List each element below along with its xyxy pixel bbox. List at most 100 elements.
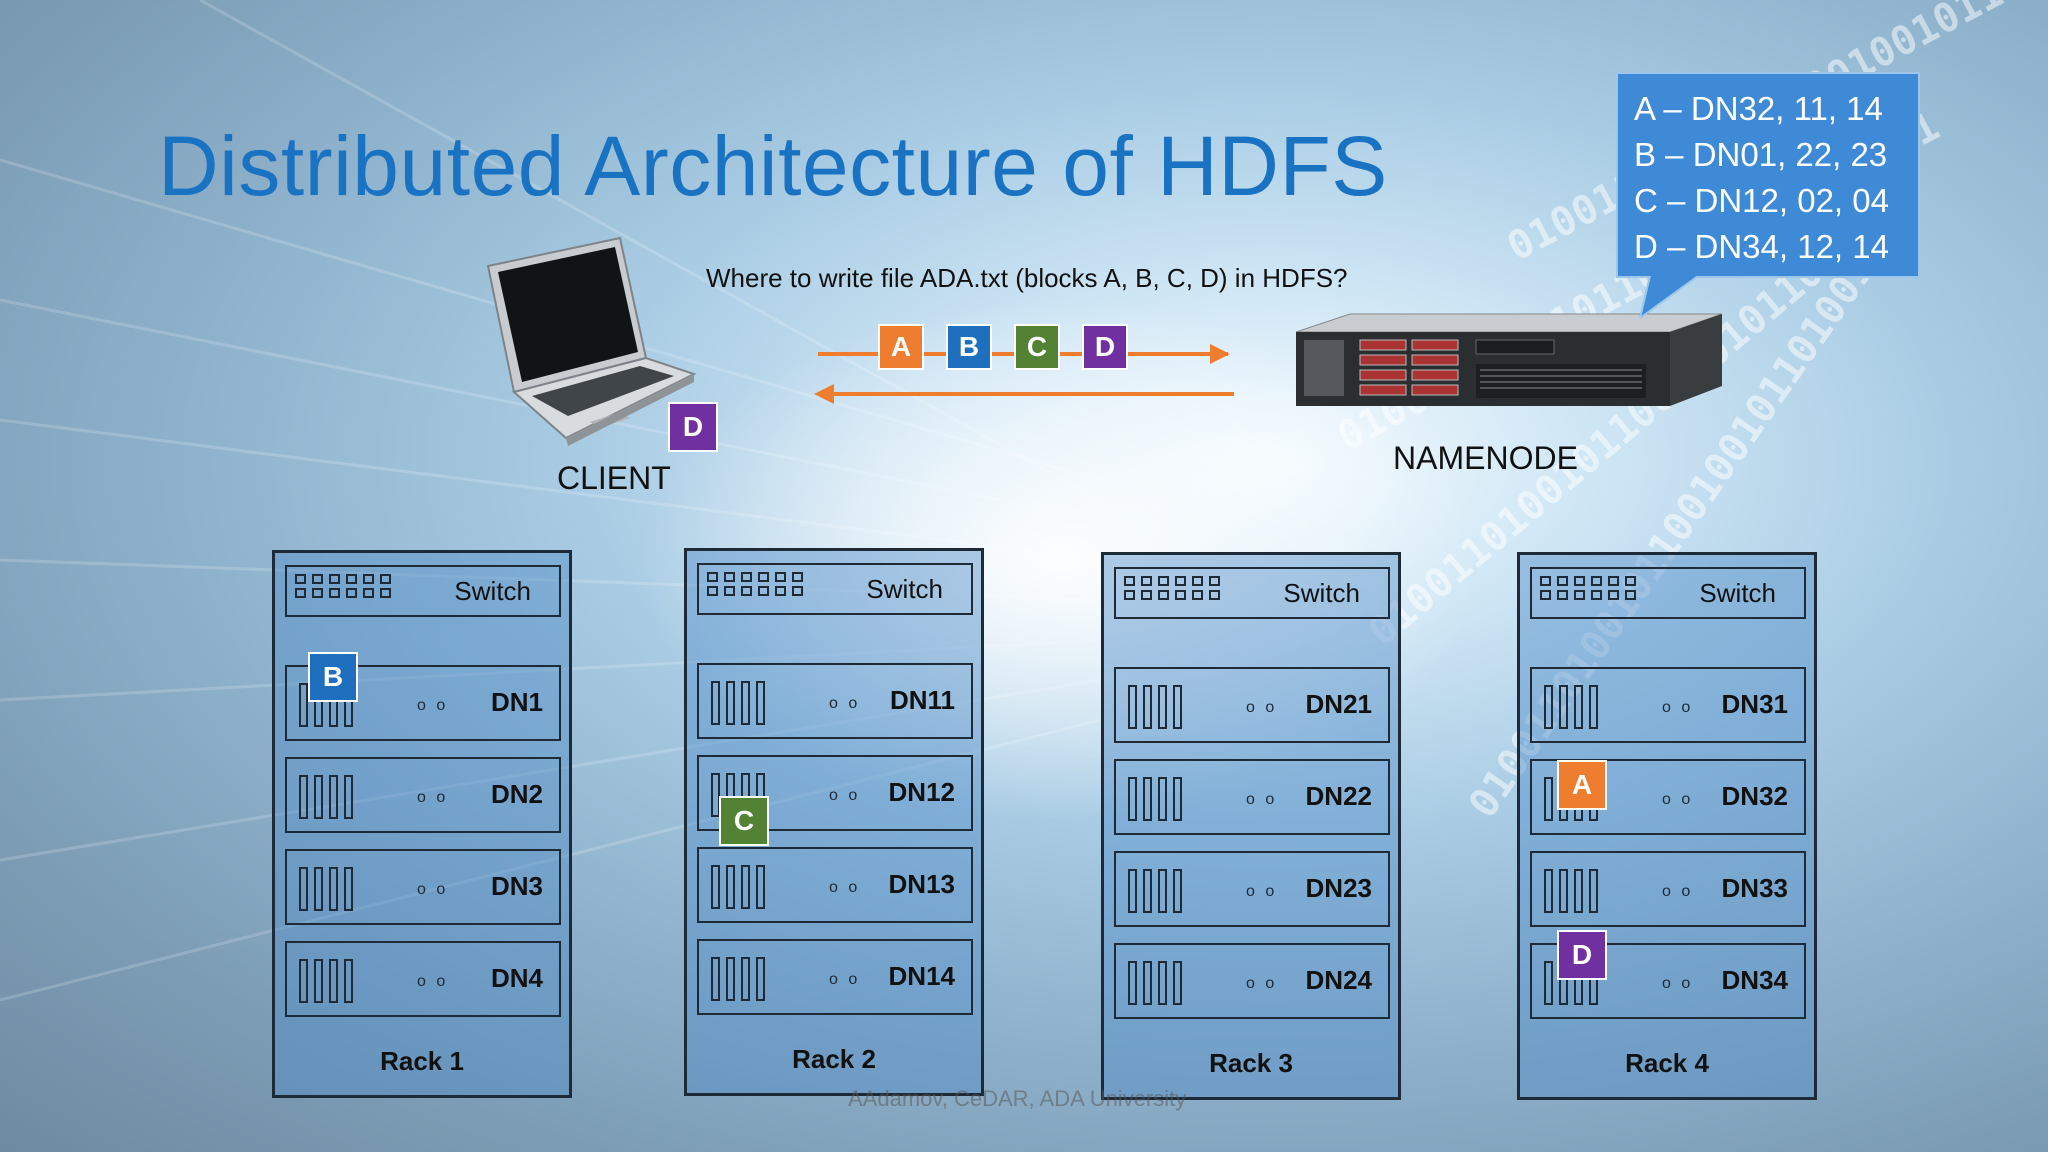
datanode-label: DN22 xyxy=(1305,781,1372,811)
disk-bays-icon xyxy=(1544,685,1598,729)
disk-bays-icon xyxy=(299,959,353,1003)
status-leds: o o xyxy=(1662,791,1694,808)
callout-tail xyxy=(1639,276,1699,319)
disk-bays-icon xyxy=(711,681,765,725)
disk-bays-icon xyxy=(1128,961,1182,1005)
switch-ports-icon xyxy=(1540,576,1636,600)
block-a-dn32: A xyxy=(1557,760,1607,810)
switch: Switch xyxy=(285,565,561,617)
datanode-label: DN32 xyxy=(1721,781,1788,811)
question-text: Where to write file ADA.txt (blocks A, B… xyxy=(706,263,1348,293)
switch: Switch xyxy=(697,563,973,615)
disk-bays-icon xyxy=(711,957,765,1001)
status-leds: o o xyxy=(829,787,861,804)
datanode-label: DN31 xyxy=(1721,689,1788,719)
disk-bays-icon xyxy=(299,775,353,819)
block-location-callout: A – DN32, 11, 14 B – DN01, 22, 23 C – DN… xyxy=(1616,72,1920,278)
block-d-transfer: D xyxy=(1082,324,1128,370)
status-leds: o o xyxy=(1246,975,1278,992)
block-d-client: D xyxy=(668,402,718,452)
datanode-dn31: o o DN31 xyxy=(1530,667,1806,743)
callout-line-a: A – DN32, 11, 14 xyxy=(1634,90,1883,127)
switch-ports-icon xyxy=(707,572,803,596)
datanode-dn3: o o DN3 xyxy=(285,849,561,925)
status-leds: o o xyxy=(1662,699,1694,716)
status-leds: o o xyxy=(1662,883,1694,900)
namenode-label: NAMENODE xyxy=(1393,440,1578,476)
page-title: Distributed Architecture of HDFS xyxy=(158,119,1388,213)
client-label: CLIENT xyxy=(557,460,671,496)
status-leds: o o xyxy=(417,697,449,714)
datanode-label: DN13 xyxy=(888,869,955,899)
callout-line-d: D – DN34, 12, 14 xyxy=(1634,228,1889,265)
datanode-dn11: o o DN11 xyxy=(697,663,973,739)
block-d-dn34: D xyxy=(1557,930,1607,980)
datanode-label: DN24 xyxy=(1305,965,1372,995)
laptop-icon xyxy=(486,236,697,446)
callout-line-b: B – DN01, 22, 23 xyxy=(1634,136,1888,173)
disk-bays-icon xyxy=(299,867,353,911)
datanode-label: DN23 xyxy=(1305,873,1372,903)
datanode-dn2: o o DN2 xyxy=(285,757,561,833)
switch-label: Switch xyxy=(866,574,943,604)
status-leds: o o xyxy=(1662,975,1694,992)
switch-label: Switch xyxy=(1699,578,1776,608)
switch-ports-icon xyxy=(1124,576,1220,600)
status-leds: o o xyxy=(829,695,861,712)
datanode-dn1: o o DN1 xyxy=(285,665,561,741)
datanode-dn34: o o DN34 xyxy=(1530,943,1806,1019)
disk-bays-icon xyxy=(1128,777,1182,821)
datanode-label: DN11 xyxy=(889,685,955,715)
block-c-dn12: C xyxy=(719,796,769,846)
datanode-label: DN12 xyxy=(888,777,955,807)
status-leds: o o xyxy=(829,879,861,896)
switch-label: Switch xyxy=(454,576,531,606)
status-leds: o o xyxy=(417,881,449,898)
datanode-label: DN3 xyxy=(490,871,543,901)
status-leds: o o xyxy=(417,789,449,806)
status-leds: o o xyxy=(829,971,861,988)
rack-label: Rack 1 xyxy=(380,1046,464,1076)
datanode-dn14: o o DN14 xyxy=(697,939,973,1015)
datanode-dn12: o o DN12 xyxy=(697,755,973,831)
rack-label: Rack 4 xyxy=(1625,1048,1709,1078)
datanode-label: DN2 xyxy=(490,779,543,809)
disk-bays-icon xyxy=(711,865,765,909)
status-leds: o o xyxy=(1246,699,1278,716)
switch: Switch xyxy=(1530,567,1806,619)
block-c-transfer: C xyxy=(1014,324,1060,370)
rack-label: Rack 3 xyxy=(1209,1048,1293,1078)
disk-bays-icon xyxy=(1544,869,1598,913)
datanode-label: DN21 xyxy=(1305,689,1372,719)
datanode-dn23: o o DN23 xyxy=(1114,851,1390,927)
server-icon xyxy=(1295,313,1723,406)
datanode-dn33: o o DN33 xyxy=(1530,851,1806,927)
datanode-label: DN4 xyxy=(490,963,543,993)
datanode-dn4: o o DN4 xyxy=(285,941,561,1017)
block-a-transfer: A xyxy=(878,324,924,370)
datanode-label: DN34 xyxy=(1721,965,1788,995)
datanode-dn21: o o DN21 xyxy=(1114,667,1390,743)
disk-bays-icon xyxy=(1128,869,1182,913)
disk-bays-icon xyxy=(1128,685,1182,729)
datanode-dn24: o o DN24 xyxy=(1114,943,1390,1019)
callout-line-c: C – DN12, 02, 04 xyxy=(1634,182,1889,219)
rack-label: Rack 2 xyxy=(792,1044,876,1074)
datanode-label: DN33 xyxy=(1721,873,1788,903)
block-b-dn1: B xyxy=(308,652,358,702)
footer-credit: AAdamov, CeDAR, ADA University xyxy=(848,1086,1187,1111)
switch-ports-icon xyxy=(295,574,391,598)
status-leds: o o xyxy=(1246,883,1278,900)
switch-label: Switch xyxy=(1283,578,1360,608)
datanode-label: DN1 xyxy=(490,687,543,717)
datanode-label: DN14 xyxy=(888,961,955,991)
block-b-transfer: B xyxy=(946,324,992,370)
datanode-dn13: o o DN13 xyxy=(697,847,973,923)
switch: Switch xyxy=(1114,567,1390,619)
status-leds: o o xyxy=(417,973,449,990)
